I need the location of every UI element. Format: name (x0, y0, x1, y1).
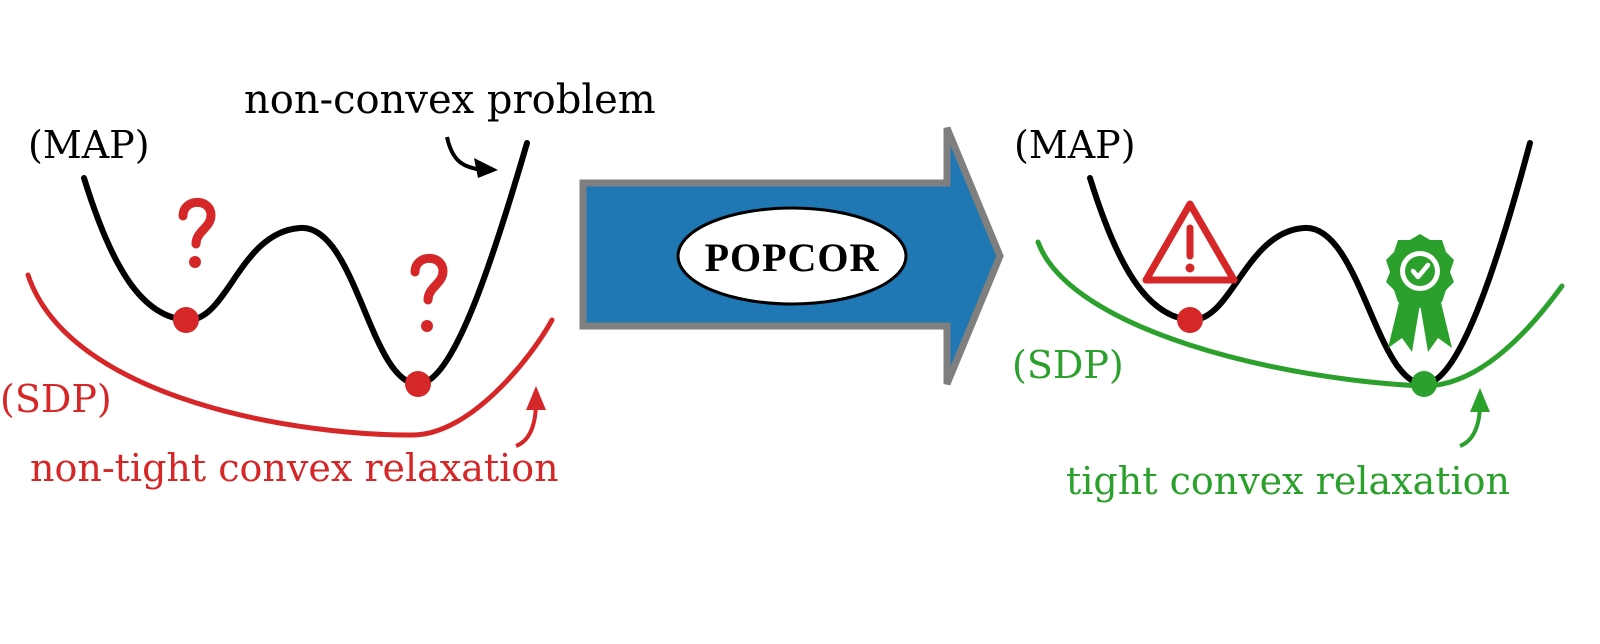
left-local-minimum-dot (173, 307, 199, 333)
method-name-label: POPCOR (705, 235, 880, 280)
left-global-minimum-dot (405, 371, 431, 397)
left-map-curve (81, 140, 530, 388)
award-badge-icon (1386, 234, 1454, 352)
popcor-logo-badge (676, 206, 908, 306)
question-mark-icon (410, 253, 448, 332)
center-arrow: POPCOR (579, 126, 1004, 386)
left-problem-label: non-convex problem (244, 77, 656, 123)
left-relaxation-label: non-tight convex relaxation (30, 446, 559, 490)
left-map-label: (MAP) (28, 123, 150, 167)
left-sdp-label: (SDP) (0, 377, 112, 421)
right-relaxation-label: tight convex relaxation (1066, 459, 1510, 503)
right-map-curve (1087, 140, 1533, 388)
right-map-label: (MAP) (1014, 123, 1136, 167)
left-sdp-curve (25, 272, 555, 438)
right-sdp-label: (SDP) (1012, 343, 1124, 387)
right-panel: (MAP) (SDP) tight convex relaxation (1012, 123, 1565, 503)
left-panel: (MAP) (SDP) non-convex problem non-tight… (0, 77, 656, 490)
question-mark-icon (178, 197, 216, 268)
right-sdp-curve (1035, 239, 1565, 389)
warning-triangle-icon (1142, 200, 1238, 284)
right-global-minimum-dot (1411, 371, 1437, 397)
right-local-minimum-dot (1177, 307, 1203, 333)
